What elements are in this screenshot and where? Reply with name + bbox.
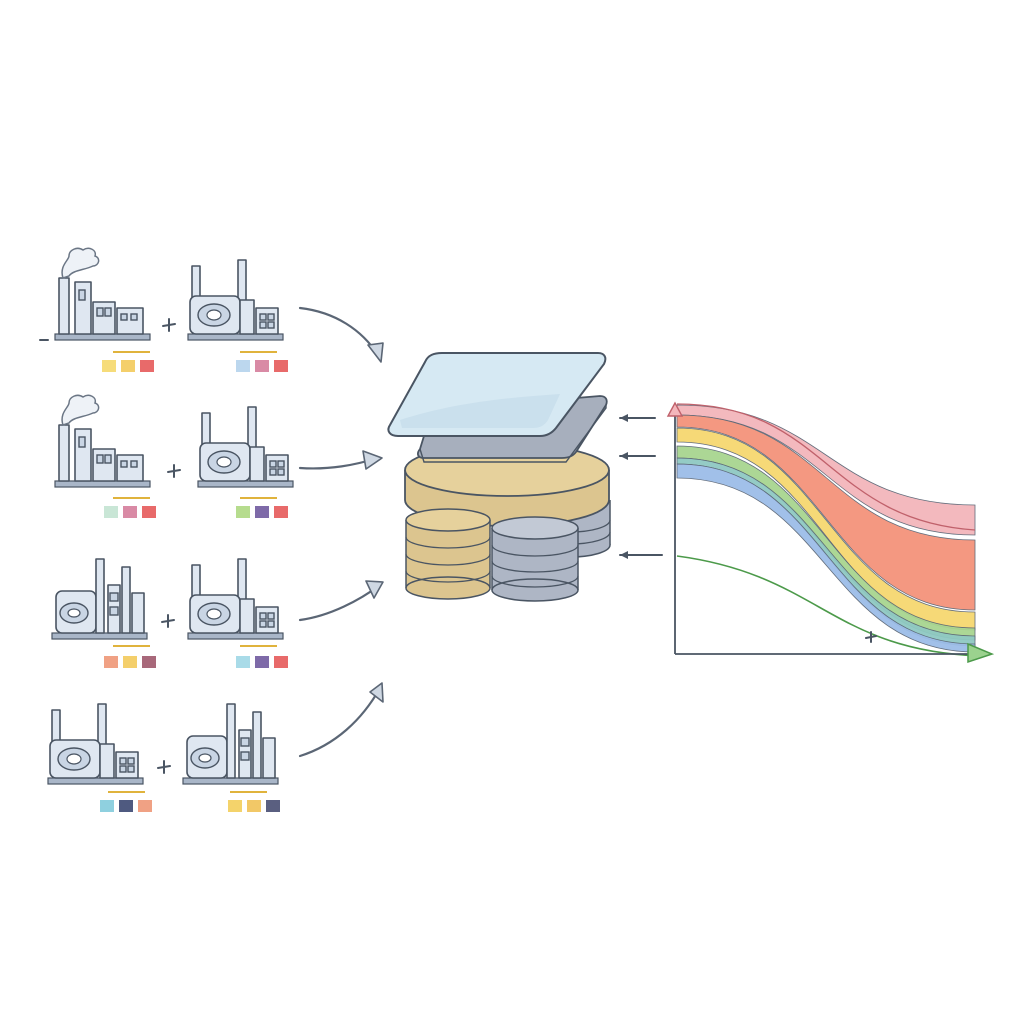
arrowhead-icon	[362, 450, 383, 470]
sparkle-icon	[162, 318, 176, 332]
curve-bands	[676, 403, 981, 657]
swatch-right-3	[274, 656, 288, 668]
curve-band-1	[676, 404, 976, 536]
factory-icon	[182, 703, 279, 785]
swatch-left-1	[102, 360, 116, 372]
factory-icon	[54, 247, 151, 341]
gold-disk-stack	[405, 508, 491, 600]
swatch-left-1	[100, 800, 114, 812]
swatch-right-1	[236, 506, 250, 518]
swatch-left-2	[119, 800, 133, 812]
arrow-1	[298, 306, 380, 357]
swatch-right-2	[255, 506, 269, 518]
color-swatches	[104, 506, 288, 518]
low-curve	[676, 555, 981, 657]
factory-icon	[187, 558, 284, 640]
swatch-right-2	[255, 360, 269, 372]
swatch-left-2	[123, 656, 137, 668]
swatch-left-3	[142, 506, 156, 518]
swatch-left-3	[140, 360, 154, 372]
swatch-left-2	[123, 506, 137, 518]
factory-icon	[187, 259, 284, 341]
swatch-right-3	[274, 506, 288, 518]
color-swatches	[104, 656, 288, 668]
feedback-arrows	[619, 414, 663, 559]
swatch-right-1	[236, 656, 250, 668]
swatch-right-3	[274, 360, 288, 372]
color-swatches	[102, 360, 288, 372]
factory-group-3	[51, 558, 288, 668]
swatch-right-3	[266, 800, 280, 812]
chart-axes	[666, 401, 995, 664]
arrow-4	[298, 686, 382, 758]
factory-group-1	[39, 247, 288, 372]
sparkle-icon	[167, 464, 181, 478]
sparkle-icon	[161, 614, 175, 628]
arrowhead-icon	[365, 580, 384, 599]
curve-band-2	[676, 414, 976, 611]
swatch-left-1	[104, 506, 118, 518]
y-axis-arrow-icon	[666, 401, 684, 417]
factory-icon	[197, 406, 294, 488]
factory-group-2	[54, 394, 294, 518]
factory-icon	[54, 394, 151, 488]
gray-disk-stack-front	[491, 516, 579, 602]
x-axis-arrow-icon	[967, 642, 995, 664]
arrow-3	[298, 583, 382, 622]
swatch-left-3	[138, 800, 152, 812]
swatch-left-3	[142, 656, 156, 668]
factory-group-4	[47, 703, 280, 812]
decline-curve-chart	[666, 401, 995, 664]
sparkle-icon	[157, 760, 171, 774]
top-curve-outline	[676, 403, 976, 531]
flow-arrows	[298, 306, 384, 758]
arrowhead-icon	[369, 682, 384, 703]
color-swatches	[100, 800, 280, 812]
factory-icon	[51, 558, 148, 640]
swatch-right-1	[228, 800, 242, 812]
arrowhead-icon	[367, 342, 384, 363]
swatch-right-1	[236, 360, 250, 372]
swatch-right-2	[255, 656, 269, 668]
swatch-left-1	[104, 656, 118, 668]
central-data-stack	[387, 352, 611, 602]
factory-icon	[47, 703, 144, 785]
sparkle-icon	[865, 631, 877, 643]
swatch-right-2	[247, 800, 261, 812]
swatch-left-2	[121, 360, 135, 372]
